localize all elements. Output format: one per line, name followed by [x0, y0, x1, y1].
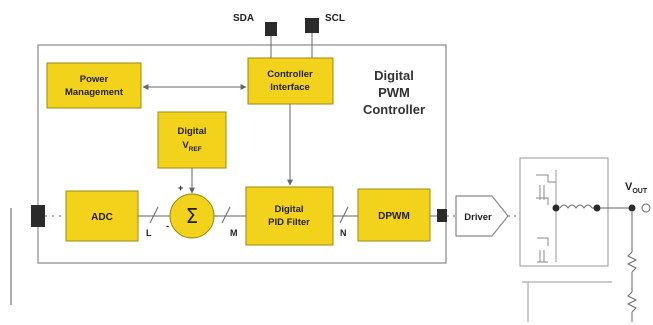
sda-pin	[265, 22, 277, 36]
l-bus-label: L	[146, 228, 152, 238]
dpwm-block	[357, 188, 431, 242]
controller-interface-line1: Controller	[267, 69, 313, 80]
l-bus-slash	[149, 206, 159, 224]
power-management-line2: Management	[65, 87, 124, 98]
load-resistor-1	[626, 251, 638, 273]
pid-filter-block	[245, 186, 334, 246]
controller-title-line3: Controller	[363, 102, 425, 117]
n-bus-slash	[339, 206, 349, 224]
power-management-line1: Power	[80, 74, 109, 85]
sda-label: SDA	[233, 13, 254, 24]
n-bus-label: N	[340, 228, 347, 238]
vref-line2: VREF	[182, 140, 201, 153]
vout-terminal	[641, 203, 651, 213]
scl-pin	[305, 18, 319, 33]
controller-interface-line2: Interface	[270, 82, 310, 93]
dpwm-label: DPWM	[378, 211, 410, 222]
output-pin	[437, 209, 447, 222]
pid-line2: PID Filter	[268, 217, 310, 228]
plus-sign: +	[178, 183, 183, 193]
power-stage-box	[519, 157, 609, 267]
driver-label: Driver	[464, 212, 492, 223]
driver-block	[455, 195, 509, 237]
adc-label: ADC	[91, 212, 113, 223]
minus-sign: -	[166, 221, 169, 231]
pid-line1: Digital	[274, 204, 303, 215]
adc-block	[65, 190, 139, 242]
input-pin	[31, 205, 45, 227]
scl-label: SCL	[325, 13, 345, 24]
m-bus-slash	[221, 206, 231, 224]
controller-boundary	[37, 44, 447, 264]
inductor-output-dot	[593, 204, 601, 212]
m-bus-label: M	[230, 228, 238, 238]
switch-node-dot	[552, 204, 560, 212]
controller-title-line1: Digital	[374, 68, 414, 83]
vout-label: VOUT	[625, 181, 648, 195]
load-resistor-2	[626, 291, 638, 313]
power-management-block	[46, 62, 142, 109]
vref-line1: Digital	[177, 126, 206, 137]
sigma-symbol: Σ	[186, 204, 199, 228]
high-side-switch	[536, 174, 556, 205]
controller-interface-block	[247, 57, 334, 105]
low-side-switch	[537, 237, 549, 263]
controller-title-line2: PWM	[378, 85, 410, 100]
vref-block	[157, 111, 227, 169]
output-inductor	[559, 204, 593, 209]
output-node-dot	[628, 204, 636, 212]
